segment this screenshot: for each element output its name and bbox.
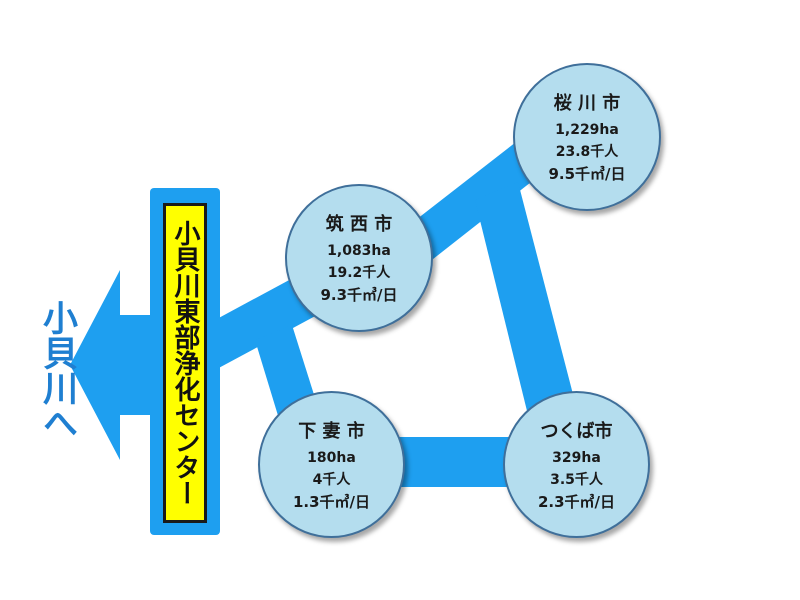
city-area: 180ha (307, 449, 356, 466)
city-name: 下 妻 市 (298, 420, 365, 442)
city-population: 4千人 (312, 471, 351, 488)
city-flow: 9.3千㎥/日 (320, 286, 398, 304)
city-name: 桜 川 市 (553, 93, 621, 114)
city-area: 329ha (552, 449, 601, 466)
city-node-sakuragawa: 桜 川 市 1,229ha 23.8千人 9.5千㎥/日 (513, 63, 661, 211)
city-flow: 1.3千㎥/日 (292, 492, 371, 511)
city-node-chikusei: 筑 西 市 1,083ha 19.2千人 9.3千㎥/日 (285, 184, 433, 332)
city-flow: 9.5千㎥/日 (548, 165, 626, 183)
city-population: 3.5千人 (550, 471, 603, 488)
city-population: 23.8千人 (555, 144, 619, 160)
outflow-arrow (70, 270, 150, 460)
city-flow: 2.3千㎥/日 (537, 492, 616, 511)
city-name: 筑 西 市 (325, 214, 393, 235)
city-node-tsukuba: つくば市 329ha 3.5千人 2.3千㎥/日 (503, 391, 650, 538)
center-label: 小貝川東部浄化センター (163, 203, 207, 523)
city-name: つくば市 (540, 420, 613, 442)
pipe-shimotsuma-to-tsukuba (395, 437, 520, 487)
city-population: 19.2千人 (327, 265, 391, 281)
pipe-sakuragawa-to-tsukuba (475, 182, 575, 415)
city-area: 1,083ha (327, 243, 391, 259)
city-node-shimotsuma: 下 妻 市 180ha 4千人 1.3千㎥/日 (258, 391, 405, 538)
city-area: 1,229ha (555, 122, 619, 138)
river-label: 小貝川へ (37, 300, 77, 440)
